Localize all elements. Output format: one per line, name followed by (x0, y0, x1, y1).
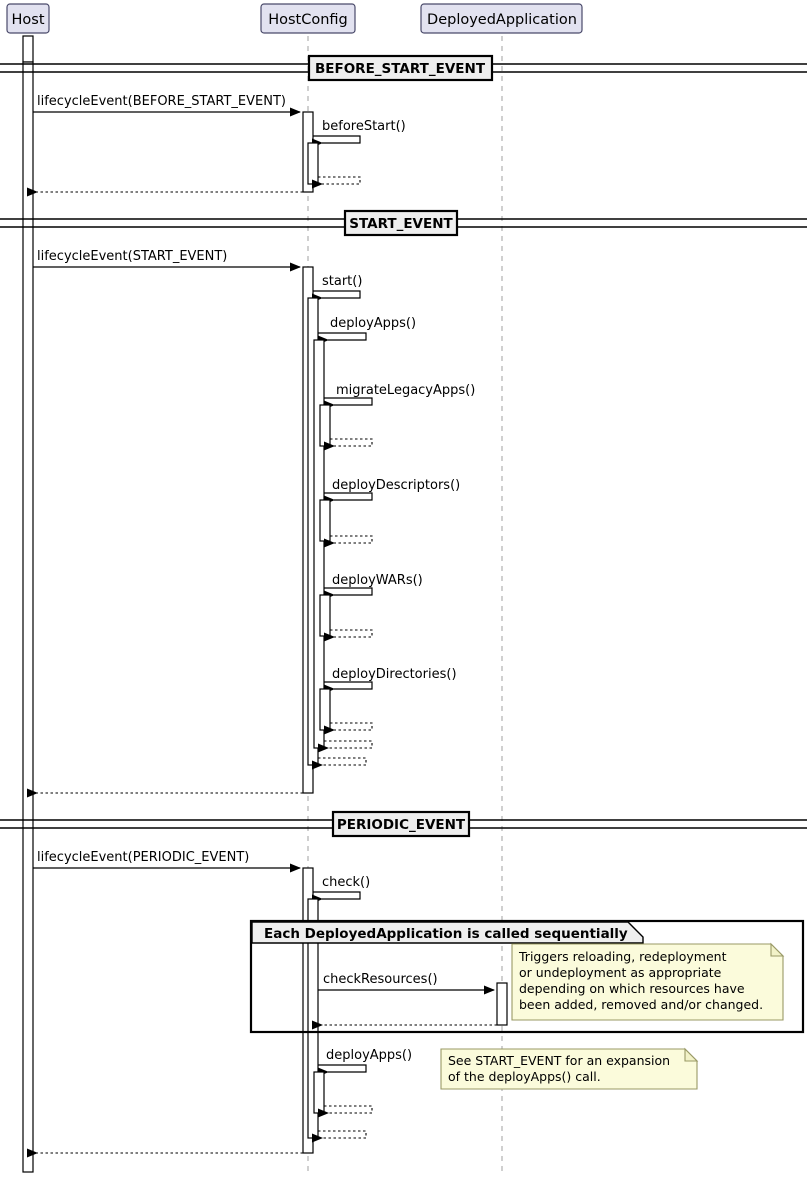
activation-hostconfig-before-start-inner (307, 142, 319, 185)
activation-hostconfig-deploywars (319, 594, 331, 637)
message-self-arrow-deploydescriptors (324, 492, 373, 505)
divider-label-before-start: BEFORE_START_EVENT (315, 61, 486, 77)
activation-hostconfig-start-l3 (313, 339, 325, 749)
message-self-arrow-deploywars (324, 587, 373, 600)
message-label-lifecycle-start: lifecycleEvent(START_EVENT) (37, 249, 227, 264)
activation-hostconfig-migratelegacyapps (319, 404, 331, 447)
message-self-return-migratelegacyapps (324, 438, 373, 451)
message-self-return-deploydirectories (324, 722, 373, 735)
message-self-arrow-deploydirectories (324, 681, 373, 694)
message-self-arrow-before-start (312, 135, 361, 148)
message-self-return-deploydescriptors (324, 535, 373, 548)
message-label-deploywars: deployWARs() (332, 573, 423, 588)
divider-box-before-start (307, 54, 494, 82)
message-label-deployapps-periodic: deployApps() (326, 1048, 412, 1063)
message-label-before-start: beforeStart() (322, 119, 406, 134)
divider-periodic-event: PERIODIC_EVENT (0, 810, 807, 838)
note-line: or undeployment as appropriate (519, 965, 722, 980)
divider-label-start: START_EVENT (349, 216, 453, 232)
note-fold-check-resources (770, 942, 785, 957)
participant-host[interactable]: Host (6, 3, 50, 34)
message-label-check: check() (322, 875, 370, 890)
message-self-arrow-check (312, 891, 361, 904)
note-fold-deploy-apps (684, 1047, 699, 1062)
message-self-return-deploywars (324, 629, 373, 642)
message-self-return-deployapps-periodic (318, 1105, 373, 1118)
note-line: depending on which resources have (519, 981, 745, 996)
group-each-deployedapplication: Each DeployedApplication is called seque… (249, 919, 805, 1034)
message-self-return-start-call (312, 757, 367, 770)
message-label-lifecycle-periodic: lifecycleEvent(PERIODIC_EVENT) (37, 850, 249, 865)
message-self-arrow-start (312, 290, 361, 303)
note-body-check-resources (511, 943, 784, 1021)
message-label-lifecycle-before-start: lifecycleEvent(BEFORE_START_EVENT) (37, 94, 286, 109)
divider-start-event: START_EVENT (0, 209, 807, 237)
message-label-deployapps-start: deployApps() (330, 316, 416, 331)
group-tab-each-deployedapplication (251, 921, 644, 944)
group-label-each-deployedapplication: Each DeployedApplication is called seque… (264, 926, 628, 942)
activation-deployedapplication-checkresources (496, 982, 508, 1026)
participant-hostconfig[interactable]: HostConfig (260, 3, 356, 34)
divider-box-start (343, 209, 459, 237)
message-label-deploydescriptors: deployDescriptors() (332, 478, 460, 493)
note-body-deploy-apps (440, 1048, 698, 1090)
participant-label-host: Host (11, 12, 44, 28)
message-self-return-check (312, 1130, 367, 1143)
note-line: of the deployApps() call. (448, 1069, 601, 1084)
message-label-start-call: start() (322, 274, 362, 289)
activation-host-main (22, 61, 34, 1173)
message-self-arrow-deployapps-start (318, 332, 367, 345)
participant-deployedapplication[interactable]: DeployedApplication (420, 3, 583, 34)
activation-hostconfig-deploydescriptors (319, 499, 331, 542)
note-line: been added, removed and/or changed. (519, 997, 763, 1012)
participant-box-deployedapplication[interactable] (420, 3, 583, 34)
message-self-arrow-migratelegacyapps (324, 397, 373, 410)
activation-hostconfig-deploydirectories (319, 688, 331, 731)
participant-label-deployedapplication: DeployedApplication (427, 12, 577, 28)
message-label-checkresources: checkResources() (323, 972, 438, 987)
message-self-arrow-deployapps-periodic (318, 1064, 367, 1077)
activation-host-initial (22, 35, 34, 63)
message-label-migratelegacyapps: migrateLegacyApps() (336, 383, 475, 398)
note-line: See START_EVENT for an expansion (448, 1053, 670, 1068)
group-frame-each-deployedapplication (249, 919, 805, 1034)
divider-before-start-event: BEFORE_START_EVENT (0, 54, 807, 82)
participant-label-hostconfig: HostConfig (268, 12, 348, 28)
note-line: Triggers reloading, redeployment (518, 949, 727, 964)
divider-box-periodic (331, 810, 471, 838)
participant-box-hostconfig[interactable] (260, 3, 356, 34)
note-deploy-apps: See START_EVENT for an expansion of the … (440, 1047, 699, 1090)
message-self-return-before-start (312, 176, 361, 189)
participant-box-host[interactable] (6, 3, 50, 34)
note-check-resources: Triggers reloading, redeployment or unde… (511, 942, 785, 1021)
divider-label-periodic: PERIODIC_EVENT (337, 817, 466, 833)
message-label-deploydirectories: deployDirectories() (332, 667, 457, 682)
message-self-return-deployapps-start (318, 740, 373, 753)
activation-hostconfig-deployapps-periodic (313, 1071, 325, 1114)
